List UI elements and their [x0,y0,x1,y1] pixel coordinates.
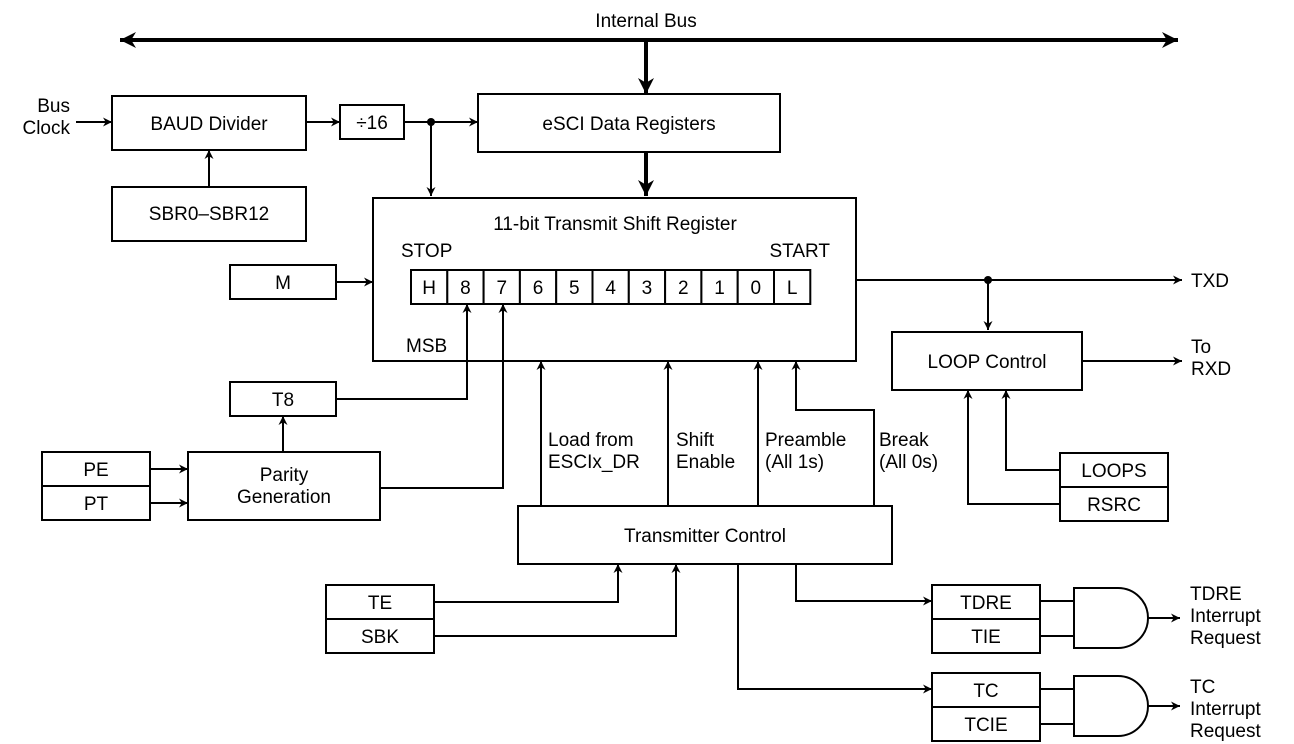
bit-cell-5: 5 [555,269,594,305]
internal-bus-label: Internal Bus [595,11,696,32]
pe-label: PE [83,460,108,481]
bit-label: 0 [751,278,762,299]
rsrc-wire [963,390,1060,505]
control-to-tc-wire [737,564,932,694]
bit-label: H [422,278,436,299]
loops-rsrc-block: LOOPS RSRC [1059,452,1169,522]
tc-and-gate [1073,675,1149,737]
bit-cell-0: 0 [736,269,776,305]
bit-cell-2: 2 [664,269,703,305]
esci-data-registers-block: eSCI Data Registers [477,93,781,153]
bit-label: 1 [714,278,725,299]
loops-wire [1001,390,1060,471]
pt-label: PT [84,494,109,515]
m-label: M [275,273,291,294]
bit-label: 7 [496,278,507,299]
t8-bit-block: T8 [229,381,337,417]
tc-tcie-block: TC TCIE [931,672,1041,742]
bit-cell-7: 7 [482,269,521,305]
transmitter-control-label: Transmitter Control [624,526,786,547]
msb-label: MSB [406,336,447,357]
tdre-label: TDRE [960,593,1012,614]
sbk-wire [434,564,681,637]
bit-label: 3 [642,278,653,299]
tdre-and-gate [1073,587,1149,649]
baud-divider-label: BAUD Divider [150,114,268,135]
break-label: Break(All 0s) [879,430,938,473]
break-wire [791,361,875,506]
bit-label: 5 [569,278,580,299]
bit-cell-1: 1 [700,269,739,305]
transmitter-control-block: Transmitter Control [517,505,893,565]
control-to-tdre-wire [795,564,932,606]
t8-to-bit8-wire [336,304,472,400]
start-label: START [769,241,830,262]
bit-cell-4: 4 [591,269,630,305]
bit-cell-L: L [773,269,812,305]
te-label: TE [368,593,392,614]
internal-bus: Internal Bus [120,11,1178,94]
bit-label: 8 [460,278,471,299]
bit-cells: H 8 7 6 5 4 3 2 1 0 L [410,269,812,305]
sbr-label: SBR0–SBR12 [149,204,269,225]
te-wire [434,564,623,603]
te-sbk-block: TE SBK [325,584,435,654]
esci-data-registers-label: eSCI Data Registers [542,114,715,135]
tcie-label: TCIE [964,715,1007,736]
preamble-label: Preamble(All 1s) [765,430,846,473]
loop-control-label: LOOP Control [928,352,1047,373]
bit-label: L [787,278,798,299]
bit-cell-6: 6 [518,269,558,305]
tie-label: TIE [971,627,1001,648]
loop-control-block: LOOP Control [891,331,1083,391]
m-bit-block: M [229,264,337,300]
loops-label: LOOPS [1081,461,1146,482]
parity-to-bit7-wire [380,304,508,489]
txd-label: TXD [1191,271,1229,292]
pe-pt-block: PE PT [41,451,151,521]
bit-cell-8: 8 [446,269,485,305]
bit-cell-H: H [410,269,449,305]
stop-label: STOP [401,241,452,262]
shift-register-title: 11-bit Transmit Shift Register [493,214,737,235]
sbk-label: SBK [361,627,399,648]
bit-label: 2 [678,278,689,299]
bit-label: 6 [533,278,544,299]
div16-label: ÷16 [356,113,388,134]
bit-label: 4 [605,278,616,299]
t8-label: T8 [272,390,294,411]
rsrc-label: RSRC [1087,495,1141,516]
divide-by-16-block: ÷16 [339,104,405,140]
sbr-register-block: SBR0–SBR12 [111,186,307,242]
transmit-shift-register-block: 11-bit Transmit Shift Register STOP STAR… [372,197,857,362]
tc-label: TC [973,681,998,702]
baud-divider-block: BAUD Divider [111,95,307,151]
bit-cell-3: 3 [627,269,667,305]
tdre-tie-block: TDRE TIE [931,584,1041,654]
